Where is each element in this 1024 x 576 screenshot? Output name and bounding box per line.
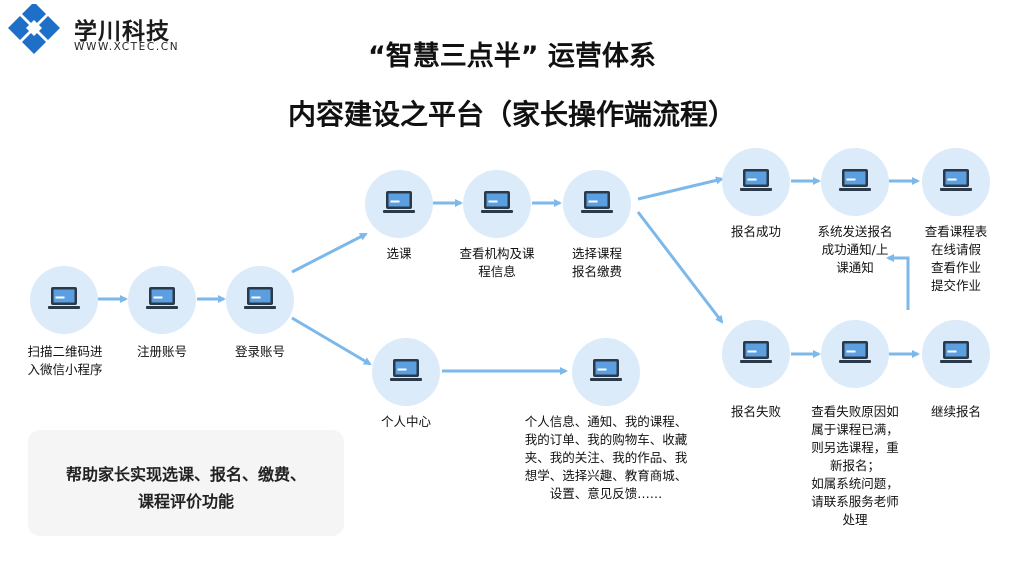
logo: 学川科技 WWW.XCTEC.CN [4, 2, 204, 56]
laptop-icon [740, 169, 772, 191]
node-select-pay [563, 170, 631, 238]
arrow-login-choose [291, 232, 368, 274]
laptop-icon [940, 169, 972, 191]
node-success [722, 148, 790, 216]
label-check-fail: 查看失败原因如 属于课程已满， 则另选课程，重 新报名； 如属系统问题， 请联系… [811, 404, 899, 527]
label-register: 注册账号 [136, 344, 187, 359]
label-view-org: 查看机构及课 程信息 [459, 246, 535, 279]
node-notify [821, 148, 889, 216]
label-schedule: 查看课程表 在线请假 查看作业 提交作业 [924, 224, 988, 293]
node-choose [365, 170, 433, 238]
page-title: “智慧三点半” 运营体系 [368, 41, 656, 72]
label-notify: 系统发送报名 成功通知/上 课通知 [817, 224, 893, 275]
label-login: 登录账号 [234, 344, 285, 359]
laptop-icon [244, 287, 276, 309]
laptop-icon [146, 287, 178, 309]
node-fail [722, 320, 790, 388]
brand-name: 学川科技 [74, 19, 170, 45]
node-register [128, 266, 196, 334]
page-subtitle: 内容建设之平台（家长操作端流程） [287, 98, 736, 131]
label-select-pay: 选择课程 报名缴费 [571, 246, 622, 279]
node-view-org [463, 170, 531, 238]
label-choose: 选课 [386, 246, 412, 261]
laptop-icon [940, 341, 972, 363]
laptop-icon [581, 191, 613, 213]
arrow-select-success [637, 176, 724, 201]
arrow-login-personal [291, 316, 372, 366]
label-personal: 个人中心 [380, 414, 431, 429]
node-scan [30, 266, 98, 334]
node-personal-items [572, 338, 640, 406]
node-login [226, 266, 294, 334]
laptop-icon [48, 287, 80, 309]
laptop-icon [383, 191, 415, 213]
label-continue: 继续报名 [930, 404, 981, 419]
summary-text: 帮助家长实现选课、报名、缴费、 课程评价功能 [65, 465, 306, 511]
label-success: 报名成功 [730, 224, 781, 239]
laptop-icon [839, 341, 871, 363]
logo-mark-icon [8, 2, 60, 54]
node-schedule [922, 148, 990, 216]
brand-url: WWW.XCTEC.CN [74, 41, 180, 53]
laptop-icon [390, 359, 422, 381]
node-continue [922, 320, 990, 388]
summary-box: 帮助家长实现选课、报名、缴费、 课程评价功能 [28, 430, 344, 536]
label-fail: 报名失败 [730, 404, 781, 419]
label-scan: 扫描二维码进 入微信小程序 [27, 344, 103, 377]
node-personal [372, 338, 440, 406]
laptop-icon [481, 191, 513, 213]
arrow-select-fail [636, 211, 724, 324]
laptop-icon [839, 169, 871, 191]
label-personal-items: 个人信息、通知、我的课程、 我的订单、我的购物车、收藏 夹、我的关注、我的作品、… [524, 414, 688, 501]
laptop-icon [590, 359, 622, 381]
arrow-continue-schedule [886, 254, 910, 310]
node-check-fail [821, 320, 889, 388]
laptop-icon [740, 341, 772, 363]
